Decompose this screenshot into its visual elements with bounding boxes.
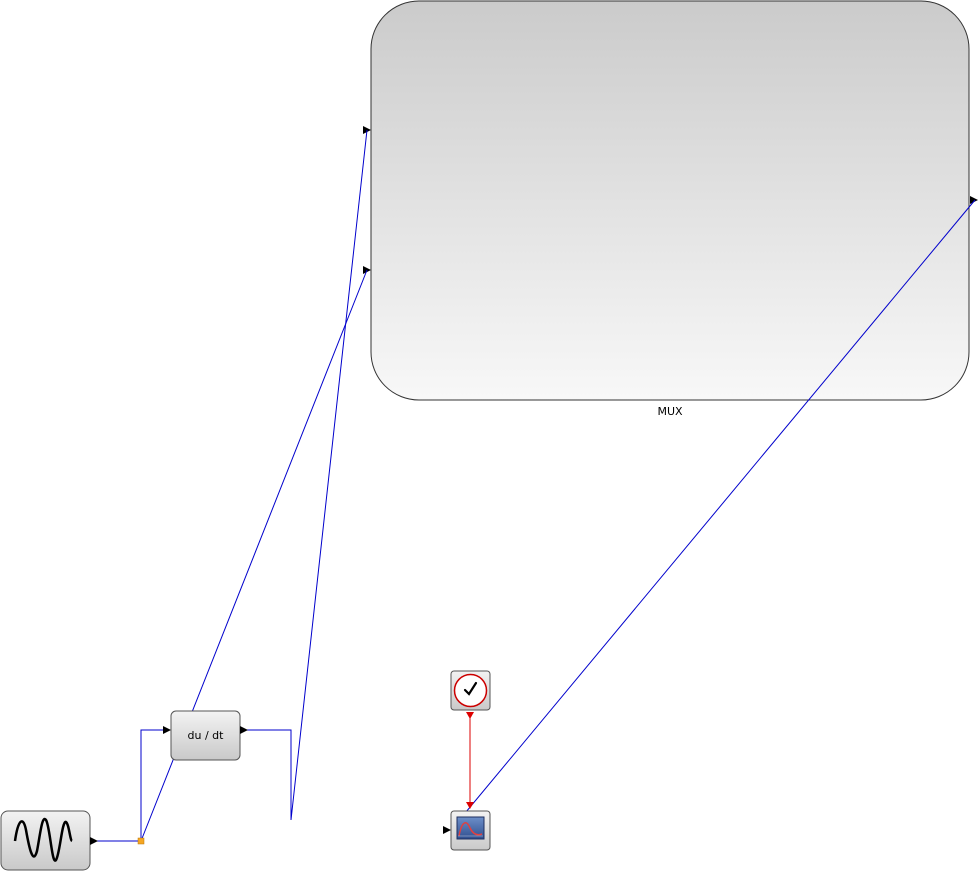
link-split-to-derivative[interactable] <box>140 729 165 841</box>
mux-label: MUX <box>657 405 683 418</box>
split-point[interactable] <box>137 837 145 845</box>
sine-generator-output-port[interactable] <box>90 837 98 845</box>
mux-output-port[interactable] <box>970 196 978 204</box>
derivative-label: du / dt <box>188 729 225 742</box>
derivative-block[interactable]: du / dt <box>163 710 248 761</box>
derivative-body[interactable] <box>170 710 241 761</box>
link-mux-output-to-scope[interactable] <box>450 199 976 831</box>
scope-icon <box>456 816 485 840</box>
link-derivative-to-mux-input-1[interactable] <box>246 129 368 821</box>
scope-block[interactable] <box>443 810 491 851</box>
event-links <box>466 712 474 809</box>
scope-input-port[interactable] <box>443 826 451 834</box>
clock-block[interactable] <box>450 670 491 711</box>
derivative-output-port[interactable] <box>240 726 248 734</box>
derivative-input-port[interactable] <box>163 726 171 734</box>
sine-generator-block[interactable] <box>0 810 98 871</box>
sine-wave-icon <box>13 817 74 862</box>
mux-block[interactable]: MUX <box>363 0 978 418</box>
scope-event-input-port[interactable] <box>466 802 474 809</box>
clock-event-output-port[interactable] <box>466 712 474 719</box>
mux-body[interactable] <box>370 0 970 401</box>
clock-icon <box>453 673 488 708</box>
